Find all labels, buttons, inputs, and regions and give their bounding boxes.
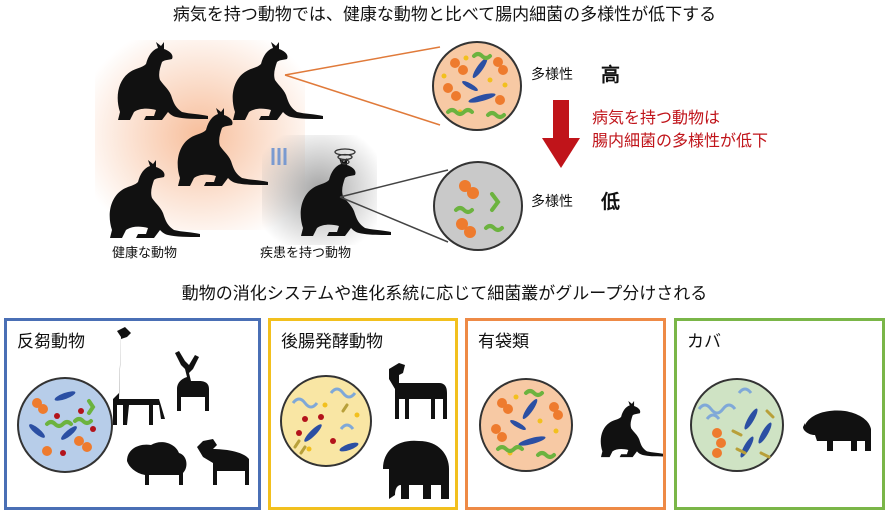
top-illustration xyxy=(95,40,580,251)
sick-lines-icon xyxy=(271,148,287,165)
arrow-note-line1: 病気を持つ動物は xyxy=(592,108,721,127)
panel-hippo: カバ xyxy=(674,318,885,510)
zoom-lines-low xyxy=(339,169,449,243)
sheep-icon xyxy=(127,442,187,485)
gut-microbiome-circle xyxy=(690,378,784,472)
panel-title: 有袋類 xyxy=(478,332,529,352)
kangaroo-icon xyxy=(600,401,663,458)
diversity-label-low: 多様性 xyxy=(531,194,573,210)
diseased-animal-label: 疾患を持つ動物 xyxy=(260,246,352,261)
zoom-lines-high xyxy=(284,46,441,126)
panel-title: カバ xyxy=(687,332,721,352)
gut-microbiome-low-circle xyxy=(433,161,523,251)
gut-microbiome-circle xyxy=(280,375,372,467)
panel-title: 後腸発酵動物 xyxy=(281,332,383,352)
elephant-icon xyxy=(383,440,449,499)
diversity-value-low: 低 xyxy=(601,191,621,213)
panel-marsupials: 有袋類 xyxy=(465,318,666,510)
deer-icon xyxy=(175,351,209,411)
panel-title: 反芻動物 xyxy=(17,332,85,352)
gut-microbiome-circle xyxy=(17,377,113,473)
diversity-label-high: 多様性 xyxy=(531,67,573,83)
giraffe-icon xyxy=(113,327,165,425)
gut-microbiome-circle xyxy=(479,378,573,472)
panel-ruminants: 反芻動物 xyxy=(4,318,261,510)
bottom-title: 動物の消化システムや進化系統に応じて細菌叢がグループ分けされる xyxy=(181,284,708,304)
diversity-value-high: 高 xyxy=(601,64,621,86)
gut-microbiome-high-circle xyxy=(432,41,522,131)
healthy-animal-label: 健康な動物 xyxy=(112,246,178,261)
panel-hindgut-fermenters: 後腸発酵動物 xyxy=(268,318,458,510)
hippo-icon xyxy=(803,410,871,451)
decrease-arrow-icon xyxy=(542,100,580,168)
goat-icon xyxy=(197,439,249,485)
top-title: 病気を持つ動物では、健康な動物と比べて腸内細菌の多様性が低下する xyxy=(172,5,717,25)
dizzy-swirl-icon xyxy=(334,148,356,165)
zebra-icon xyxy=(389,363,447,419)
arrow-note-line2: 腸内細菌の多様性が低下 xyxy=(592,131,769,150)
